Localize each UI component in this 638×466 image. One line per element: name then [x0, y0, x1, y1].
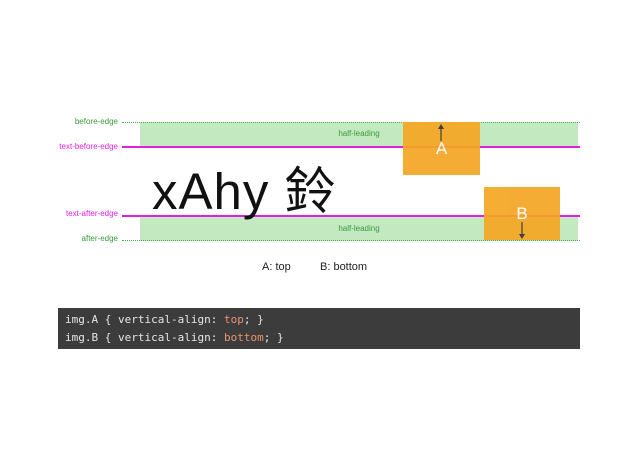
- code-value: bottom: [223, 331, 264, 344]
- code-brace-close: ; }: [243, 313, 264, 326]
- code-brace-close: ; }: [263, 331, 284, 344]
- code-line-1: img.A { vertical-align: top; }: [65, 311, 580, 329]
- arrow-up-icon: [438, 124, 444, 141]
- code-value: top: [223, 313, 244, 326]
- text-before-edge-line: [122, 146, 580, 148]
- box-a-letter: A: [435, 139, 448, 158]
- code-brace-open: {: [98, 331, 118, 344]
- code-selector: img.A: [65, 313, 99, 326]
- before-edge-label: before-edge: [74, 117, 118, 126]
- code-line-2: img.B { vertical-align: bottom; }: [65, 329, 580, 347]
- box-b: B: [484, 187, 560, 240]
- half-leading-bottom-label: half-leading: [338, 224, 380, 233]
- text-before-edge-label: text-before-edge: [59, 142, 118, 151]
- code-property: vertical-align:: [118, 313, 218, 326]
- code-block: img.A { vertical-align: top; } img.B { v…: [58, 308, 580, 349]
- code-property: vertical-align:: [118, 331, 218, 344]
- code-selector: img.B: [65, 331, 99, 344]
- before-edge-line: [122, 122, 580, 123]
- box-a: A: [403, 122, 480, 175]
- after-edge-line: [122, 240, 580, 241]
- caption-b: B: bottom: [320, 261, 368, 273]
- sample-text: xAhy 鈴: [152, 163, 337, 220]
- code-brace-open: {: [98, 313, 118, 326]
- caption-a: A: top: [262, 261, 291, 273]
- arrow-down-icon: [519, 222, 525, 239]
- half-leading-top-band: half-leading: [140, 122, 578, 147]
- half-leading-top-label: half-leading: [338, 129, 380, 138]
- text-after-edge-line: [122, 215, 580, 217]
- after-edge-label: after-edge: [81, 234, 118, 243]
- box-b-letter: B: [516, 204, 528, 223]
- text-after-edge-label: text-after-edge: [65, 209, 118, 218]
